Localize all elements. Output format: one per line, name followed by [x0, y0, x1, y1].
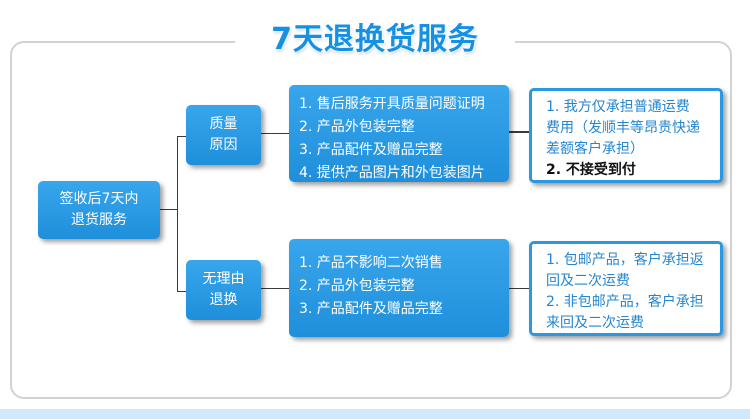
no-reason-policy-line: 2. 非包邮产品，客户承担	[546, 294, 704, 310]
connector-vertical	[177, 136, 178, 292]
connector-quality-conditions	[261, 133, 289, 134]
quality-policy-box: 1. 我方仅承担普通运费 费用（发顺丰等昂贵快递 差额客户承担） 2. 不接受到…	[529, 88, 723, 183]
no-reason-condition-item: 1. 产品不影响二次销售	[299, 255, 443, 271]
quality-policy-line: 费用（发顺丰等昂贵快递	[546, 120, 700, 136]
quality-policy-line: 差额客户承担）	[546, 141, 644, 157]
root-node-line1: 签收后7天内	[59, 191, 139, 207]
quality-reason-node: 质量 原因	[186, 105, 261, 165]
no-reason-label-line1: 无理由	[202, 271, 245, 287]
no-reason-label-line2: 退换	[209, 292, 238, 308]
root-node-line2: 退货服务	[70, 212, 127, 228]
quality-condition-item: 4. 提供产品图片和外包装图片	[299, 165, 485, 181]
no-reason-policy-line: 1. 包邮产品，客户承担返	[546, 252, 704, 268]
connector-root-trunk	[160, 209, 178, 210]
connector-to-no-reason	[177, 291, 186, 292]
footer-strip	[0, 409, 750, 419]
no-reason-policy-line: 回及二次运费	[546, 273, 630, 289]
quality-condition-item: 2. 产品外包装完整	[299, 119, 415, 135]
connector-quality-policy	[509, 131, 529, 133]
connector-no-reason-policy	[509, 288, 529, 289]
quality-conditions-box: 1. 售后服务开具质量问题证明 2. 产品外包装完整 3. 产品配件及赠品完整 …	[289, 85, 509, 182]
no-reason-policy-line: 来回及二次运费	[546, 315, 644, 331]
quality-policy-line: 1. 我方仅承担普通运费	[546, 99, 690, 115]
quality-label-line2: 原因	[209, 137, 238, 153]
no-reason-condition-item: 2. 产品外包装完整	[299, 278, 415, 294]
quality-label-line1: 质量	[209, 116, 238, 132]
no-reason-policy-box: 1. 包邮产品，客户承担返 回及二次运费 2. 非包邮产品，客户承担 来回及二次…	[529, 241, 723, 336]
no-reason-conditions-box: 1. 产品不影响二次销售 2. 产品外包装完整 3. 产品配件及赠品完整	[289, 239, 509, 337]
connector-to-quality	[177, 136, 186, 137]
title-backdrop	[235, 28, 515, 58]
quality-condition-item: 1. 售后服务开具质量问题证明	[299, 96, 485, 112]
quality-policy-line: 2. 不接受到付	[546, 162, 636, 178]
root-node: 签收后7天内 退货服务	[38, 181, 160, 239]
quality-condition-item: 3. 产品配件及赠品完整	[299, 142, 443, 158]
connector-no-reason-conditions	[261, 288, 289, 289]
no-reason-node: 无理由 退换	[186, 260, 261, 320]
page-title: 7天退换货服务	[271, 22, 479, 57]
no-reason-condition-item: 3. 产品配件及赠品完整	[299, 301, 443, 317]
